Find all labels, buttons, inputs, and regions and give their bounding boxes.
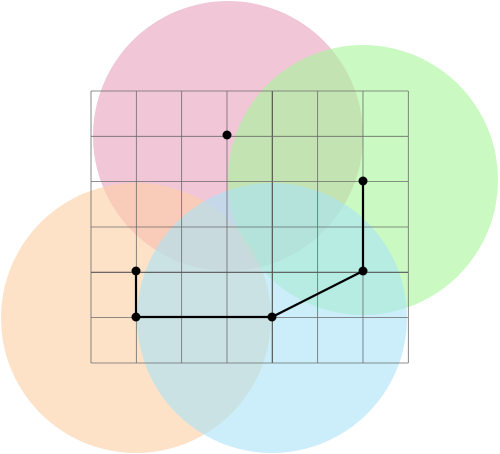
point-p3	[131, 266, 141, 276]
point-p5	[131, 312, 141, 322]
point-p6	[267, 312, 277, 322]
points	[131, 130, 368, 322]
grid	[90, 90, 409, 364]
point-p1	[222, 130, 232, 140]
point-p2	[358, 176, 368, 186]
point-p4	[358, 266, 368, 276]
